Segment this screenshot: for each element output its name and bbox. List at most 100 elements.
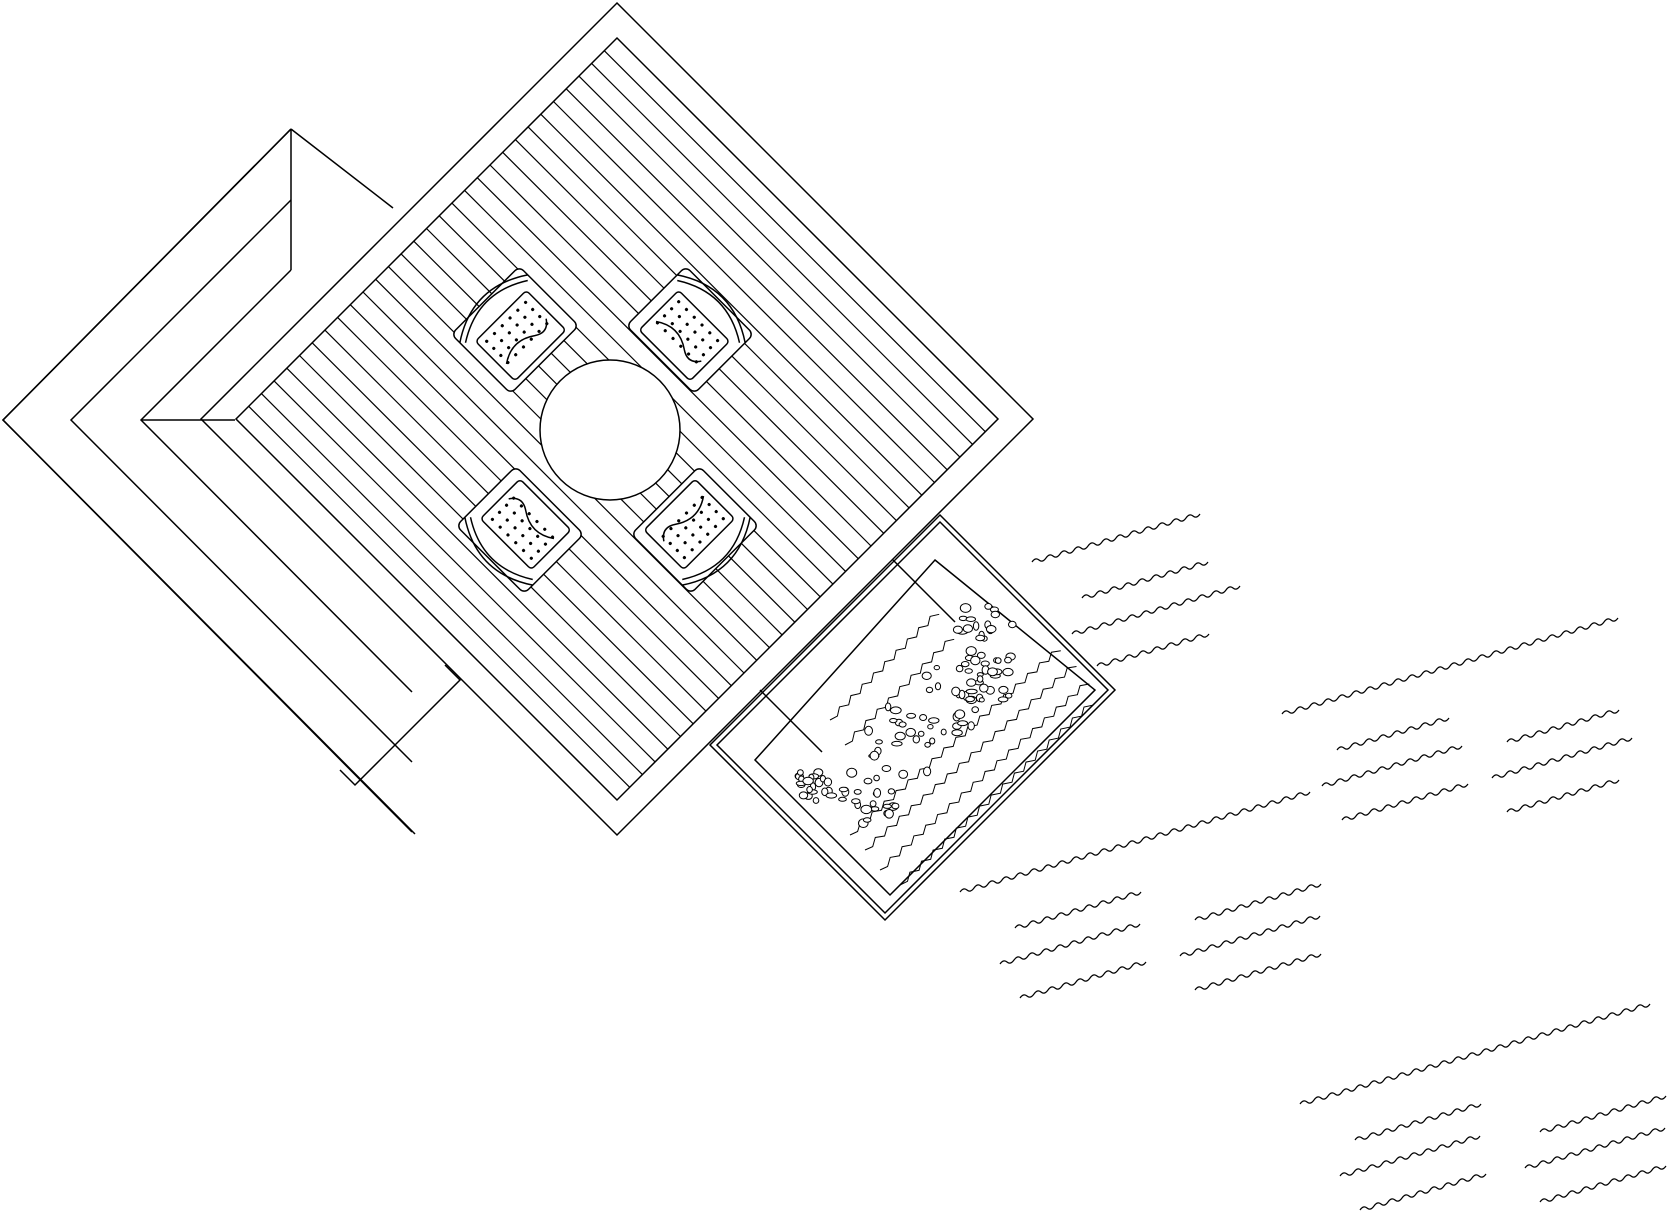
pebble — [839, 787, 848, 791]
gravel-row — [900, 705, 1093, 885]
deck-board — [592, 63, 973, 444]
grass-stroke — [1355, 1104, 1481, 1140]
gravel-row — [850, 651, 1061, 835]
step-base — [340, 665, 460, 785]
cushion-tuft — [678, 329, 682, 334]
round-table — [540, 360, 680, 500]
chair-back — [454, 517, 533, 596]
cushion-tuft — [528, 526, 532, 531]
pebble — [913, 736, 919, 743]
cushion-tuft — [683, 541, 687, 545]
cushion-tuft — [691, 533, 695, 537]
cushion-tuft — [699, 510, 703, 514]
grass-stroke — [1082, 562, 1208, 598]
pebble — [934, 666, 939, 670]
pebble — [892, 803, 899, 809]
stepped-platform — [3, 129, 460, 834]
pebble — [885, 703, 890, 711]
pebble — [965, 669, 972, 674]
pebble — [955, 710, 965, 719]
grass-stroke — [960, 792, 1310, 892]
pebble — [890, 707, 901, 714]
pebble — [1006, 693, 1012, 698]
cushion-tuft — [668, 541, 672, 546]
cushion-tuft — [677, 300, 681, 304]
grass-patch — [1282, 618, 1632, 820]
cushion-tuft — [512, 496, 516, 500]
pebble — [966, 689, 977, 694]
pebble — [863, 818, 871, 822]
deck-board — [261, 394, 642, 775]
pebble — [1005, 657, 1012, 663]
cushion-tuft — [677, 314, 681, 319]
step-inner-line — [141, 270, 412, 692]
pebble — [895, 732, 905, 740]
pebble — [899, 770, 908, 778]
deck-outer-edge — [201, 3, 1033, 835]
grass-stroke — [1507, 710, 1619, 742]
grass-stroke — [1322, 746, 1462, 786]
cushion-tuft — [521, 345, 526, 349]
grass-stroke — [1540, 1096, 1666, 1132]
pebble — [958, 721, 968, 726]
dining-chair — [454, 466, 584, 596]
cushion-tuft — [682, 555, 686, 560]
grass-stroke — [1360, 1174, 1486, 1210]
pebble — [883, 804, 891, 808]
cushion-tuft — [499, 353, 503, 358]
chair-cushion — [475, 290, 566, 381]
cushion-tuft — [529, 337, 533, 341]
cushion-tuft — [694, 360, 698, 364]
cushion-tuft — [505, 518, 509, 522]
cushion-tuft — [670, 307, 674, 311]
cushion-tuft — [662, 314, 667, 318]
pebble — [882, 766, 891, 772]
cushion-tuft — [686, 337, 690, 341]
cushion-tuft — [514, 541, 518, 545]
gravel-row — [830, 614, 939, 720]
cushion-tuft — [519, 504, 524, 508]
cushion-tuft — [706, 532, 710, 536]
chair-back-inner — [461, 517, 533, 589]
deck-board — [363, 292, 744, 673]
pebble — [924, 767, 931, 776]
dining-chair — [631, 466, 761, 596]
grass-stroke — [1282, 618, 1618, 714]
cushion-fold — [502, 317, 552, 367]
grass-patches — [960, 514, 1666, 1210]
pebble — [920, 715, 927, 721]
chair-back — [449, 264, 528, 343]
pebble — [959, 690, 965, 698]
cushion-tuft — [679, 344, 683, 348]
pebble — [852, 799, 860, 804]
cushion-tuft — [713, 524, 718, 529]
pebble — [1003, 668, 1013, 675]
pebble — [971, 656, 980, 664]
deck-board — [541, 114, 922, 495]
cushion-tuft — [514, 338, 519, 342]
pebble — [967, 679, 976, 686]
pebble — [977, 676, 983, 682]
chair-cushion — [644, 479, 735, 570]
cushion-tuft — [721, 517, 725, 521]
pebble — [925, 742, 931, 747]
pebble — [870, 751, 879, 760]
cushion-tuft — [708, 331, 712, 335]
cushion-tuft — [543, 527, 547, 531]
chair-back-inner — [456, 271, 528, 343]
chair-back — [677, 264, 756, 343]
gravel-row — [880, 684, 1089, 870]
cushion-tuft — [538, 314, 542, 319]
dining-set — [449, 264, 762, 597]
cushion-tuft — [684, 526, 688, 530]
cushion-tuft — [677, 519, 681, 523]
cushion-tuft — [499, 339, 504, 343]
pebble — [935, 683, 940, 690]
pebble — [985, 604, 992, 610]
cushion-tuft — [498, 525, 502, 529]
cushion-tuft — [715, 339, 720, 343]
grass-stroke — [1492, 738, 1632, 778]
cushion-tuft — [527, 512, 531, 516]
pebble — [966, 647, 976, 656]
